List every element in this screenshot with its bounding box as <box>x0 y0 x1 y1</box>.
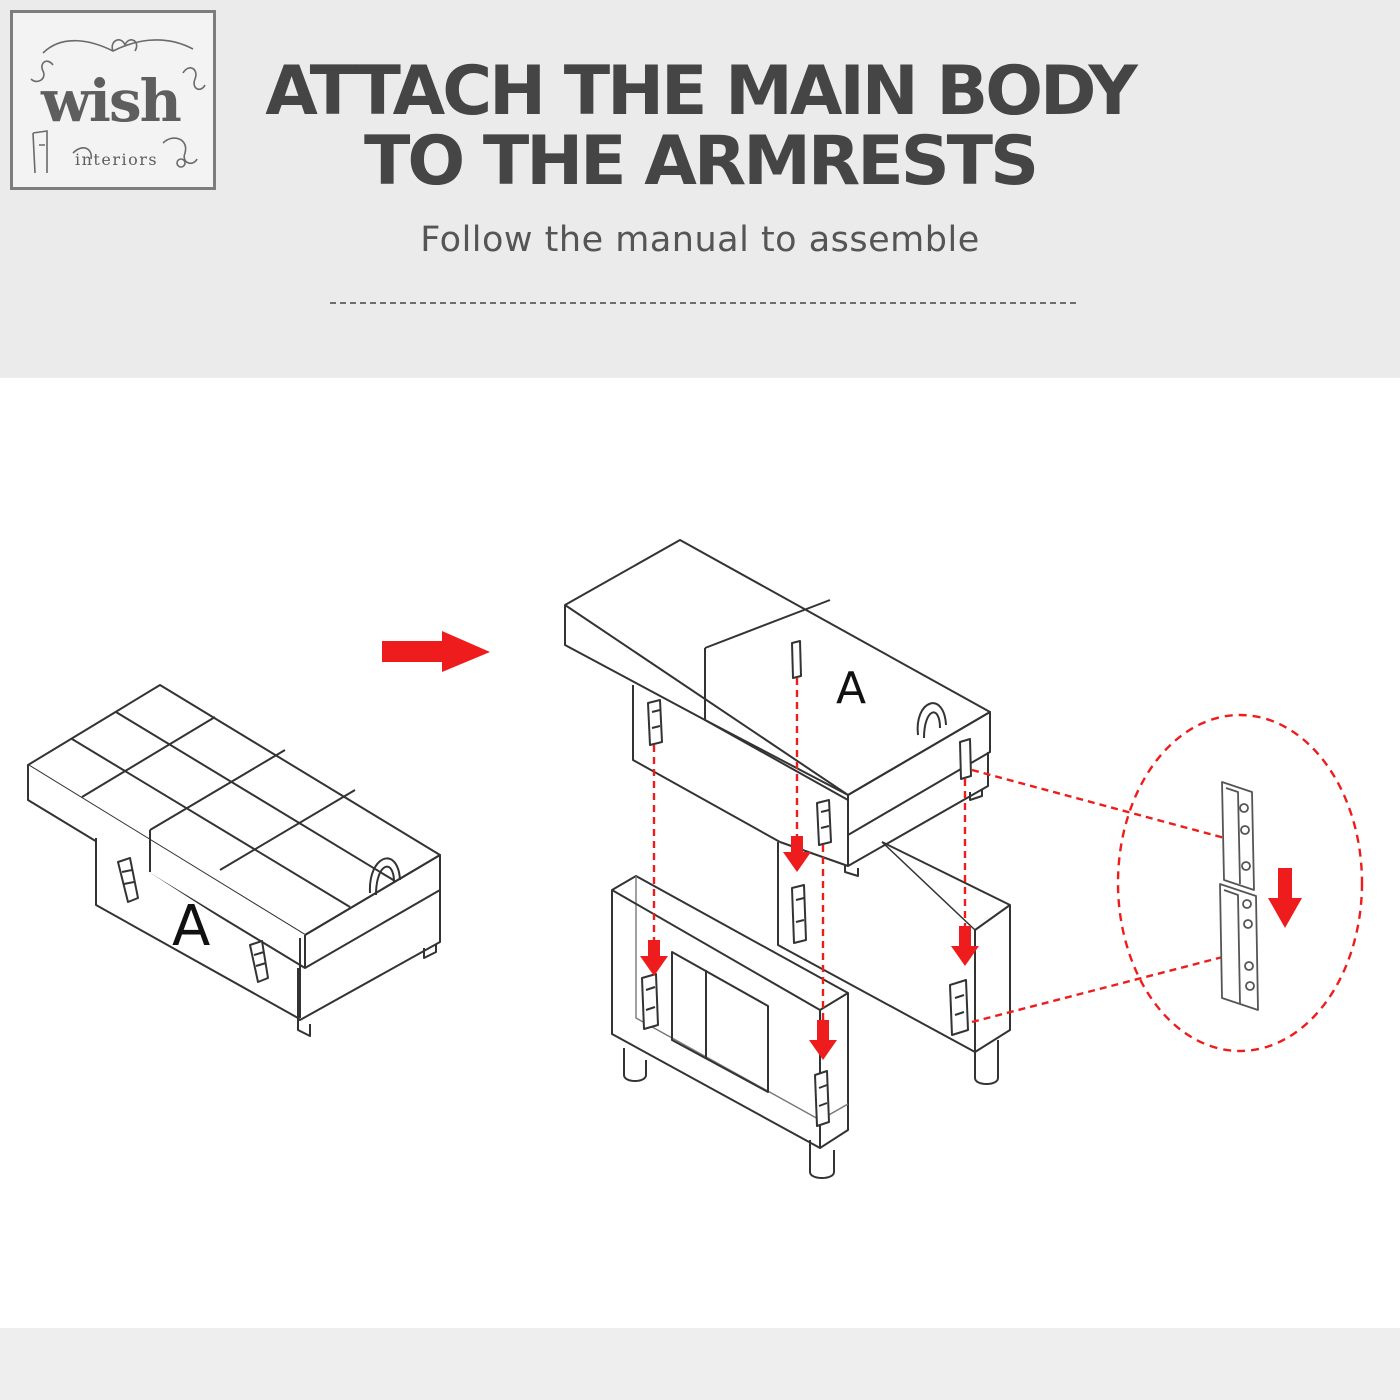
down-arrows <box>640 836 979 1060</box>
header-band: wish interiors ATTACH THE MAIN BODY TO T… <box>0 0 1400 378</box>
down-arrow-icon <box>951 926 979 966</box>
page-subtitle: Follow the manual to assemble <box>420 220 980 260</box>
part-label-a-left: A <box>172 894 210 959</box>
footer-band <box>0 1328 1400 1400</box>
logo-brand-text: wish <box>40 67 181 135</box>
back-armrest <box>777 841 1011 1085</box>
part-label-a-right: A <box>836 663 866 714</box>
down-arrow-icon <box>809 1020 837 1060</box>
front-armrest <box>611 875 849 1179</box>
page-title-line-1: ATTACH THE MAIN BODY <box>265 52 1138 131</box>
alignment-guides <box>652 678 1243 1040</box>
transition-arrow-icon <box>382 631 490 672</box>
main-body-a <box>564 539 991 877</box>
detail-down-arrow-icon <box>1268 868 1302 928</box>
down-arrow-icon <box>783 836 811 872</box>
down-arrow-icon <box>640 940 668 976</box>
brand-logo: wish interiors <box>10 10 216 190</box>
logo-ornament-icon: wish interiors <box>30 39 206 174</box>
logo-tagline-text: interiors <box>75 150 158 169</box>
assembled-ottoman <box>27 684 441 1037</box>
bracket-detail <box>1219 781 1259 1011</box>
detail-callout-circle <box>1116 713 1364 1053</box>
header-divider <box>330 302 1076 304</box>
page-title-line-2: TO THE ARMRESTS <box>363 122 1039 201</box>
